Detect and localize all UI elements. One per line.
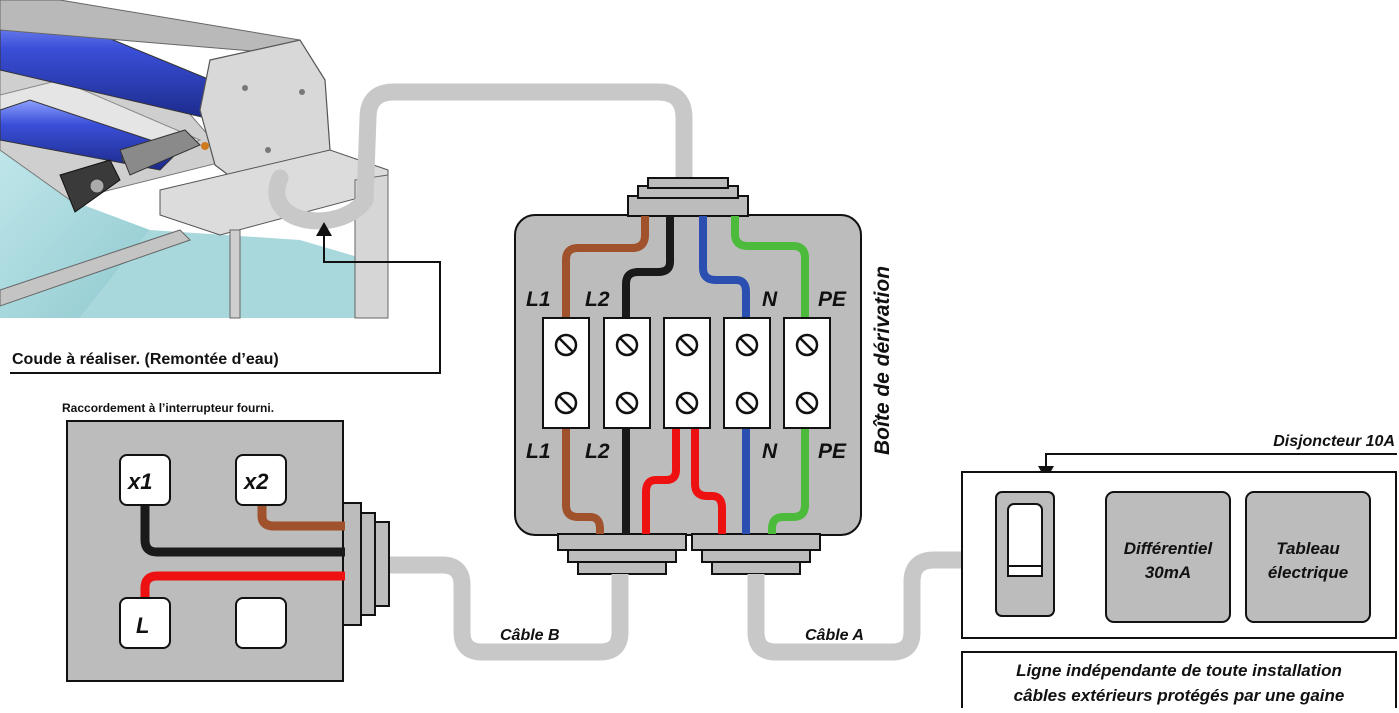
terminal-labels: L1 L2 N PE L1 L2 N PE	[526, 288, 847, 463]
wire-green-bottom	[768, 428, 809, 534]
board-line1: Tableau	[1276, 539, 1340, 558]
roller-cover-illustration	[0, 0, 390, 319]
terminal-block-l2	[603, 317, 651, 429]
wire-black-top	[622, 216, 674, 318]
bend-callout: Coude à réaliser. (Remontée d’eau)	[10, 222, 441, 374]
cable-b-label: Câble B	[500, 627, 560, 644]
footer-note: Ligne indépendante de toute installation…	[961, 651, 1397, 708]
differential-device	[1105, 491, 1231, 623]
motor-cable	[268, 83, 693, 230]
switch-note: Raccordement à l’interrupteur fourni.	[62, 401, 274, 415]
footer-note-line2: câbles extérieurs protégés par une gaine	[1014, 686, 1345, 705]
switch-terminal-l	[119, 597, 171, 649]
wire-red-switch	[140, 571, 345, 610]
wire-green-top	[731, 216, 809, 318]
wire-brown-top	[562, 216, 649, 318]
switch-terminal-x1	[119, 454, 171, 506]
wire-red-bottom-1	[642, 428, 680, 534]
footer-note-line1: Ligne indépendante de toute installation	[1016, 661, 1342, 680]
differential-line1: Différentiel	[1124, 539, 1214, 558]
terminal-label-top-n: N	[762, 288, 778, 311]
switch-label-l: L	[136, 613, 149, 638]
terminal-label-top-pe: PE	[818, 288, 847, 311]
switch-terminal-x2	[235, 454, 287, 506]
electrical-board	[1245, 491, 1371, 623]
bend-note: Coude à réaliser. (Remontée d’eau)	[12, 351, 279, 368]
wire-black-switch	[140, 480, 345, 557]
terminal-block-middle	[663, 317, 711, 429]
switch-terminal-empty	[235, 597, 287, 649]
wire-blue-top	[699, 216, 750, 318]
terminal-block-n	[723, 317, 771, 429]
breaker-label: Disjoncteur 10A	[1273, 433, 1395, 450]
terminal-label-bottom-l2: L2	[585, 440, 610, 463]
terminal-block-l1	[542, 317, 590, 429]
junction-box-title: Boîte de dérivation	[871, 266, 894, 455]
junction-wires-bottom	[562, 428, 809, 534]
terminal-label-bottom-pe: PE	[818, 440, 847, 463]
switch-label-x1: x1	[127, 469, 152, 494]
wire-red-bottom-2	[691, 428, 726, 534]
electrical-panel: Disjoncteur 10A Différentiel 30mA Tablea…	[961, 433, 1397, 639]
terminal-label-top-l2: L2	[585, 288, 610, 311]
cable-a	[747, 551, 1390, 661]
differential-line2: 30mA	[1145, 563, 1191, 582]
terminal-label-bottom-l1: L1	[526, 440, 551, 463]
wire-brown-bottom	[562, 428, 604, 534]
wire-brown-switch	[257, 478, 345, 531]
terminal-block-pe	[783, 317, 831, 429]
junction-wires-top	[562, 216, 809, 318]
terminal-blocks	[542, 317, 831, 429]
terminal-label-top-l1: L1	[526, 288, 551, 311]
switch-box: Raccordement à l’interrupteur fourni. x1…	[62, 401, 390, 682]
switch-label-x2: x2	[243, 469, 269, 494]
board-line2: électrique	[1268, 563, 1348, 582]
cable-b	[390, 556, 629, 661]
cable-a-label: Câble A	[805, 627, 864, 644]
terminal-label-bottom-n: N	[762, 440, 778, 463]
